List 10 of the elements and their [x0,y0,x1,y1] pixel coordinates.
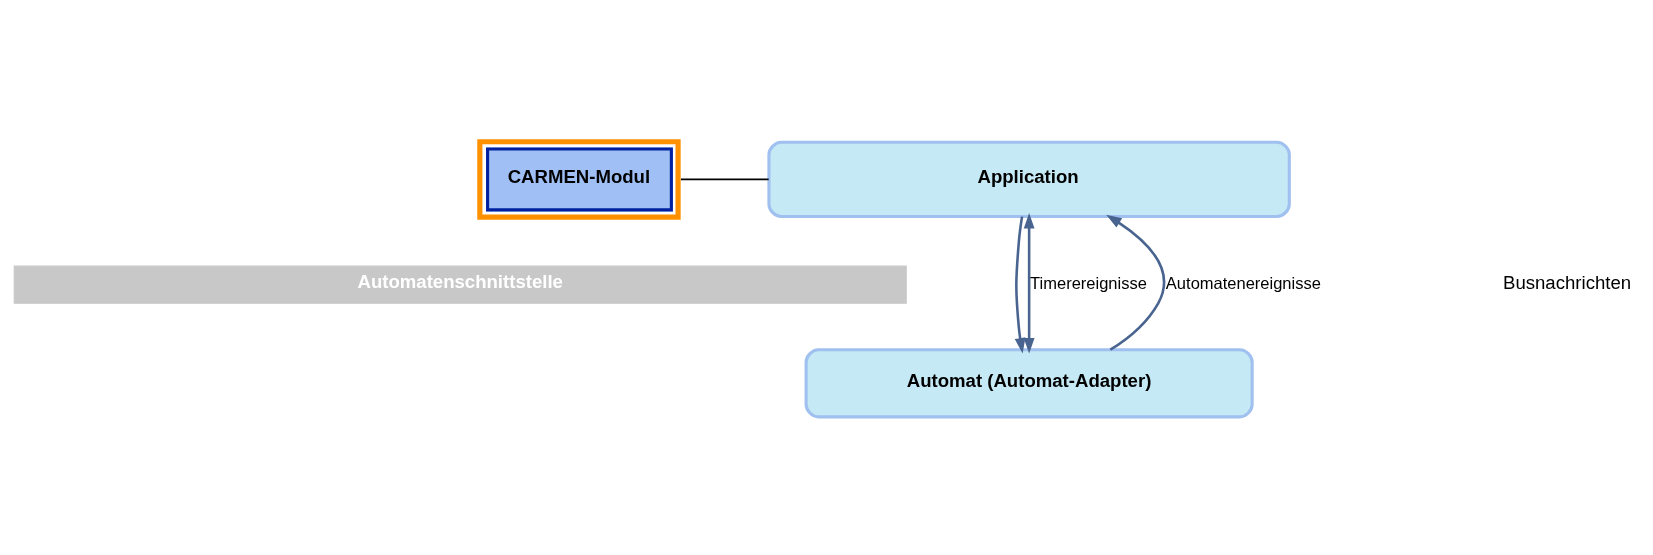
arrow [1014,215,1026,354]
label: Busnachrichten [1503,271,1632,293]
arrow [1023,212,1035,354]
edge-label: Automatenereignisse [1165,273,1321,292]
node-box: Automat (Automat-Adapter) [804,347,1254,418]
connector [680,178,770,180]
edge-label: Timerereignisse [1030,273,1147,292]
node-box: Application [767,140,1291,218]
node-box: CARMEN-Modul [477,138,681,220]
arrow [1106,214,1166,351]
